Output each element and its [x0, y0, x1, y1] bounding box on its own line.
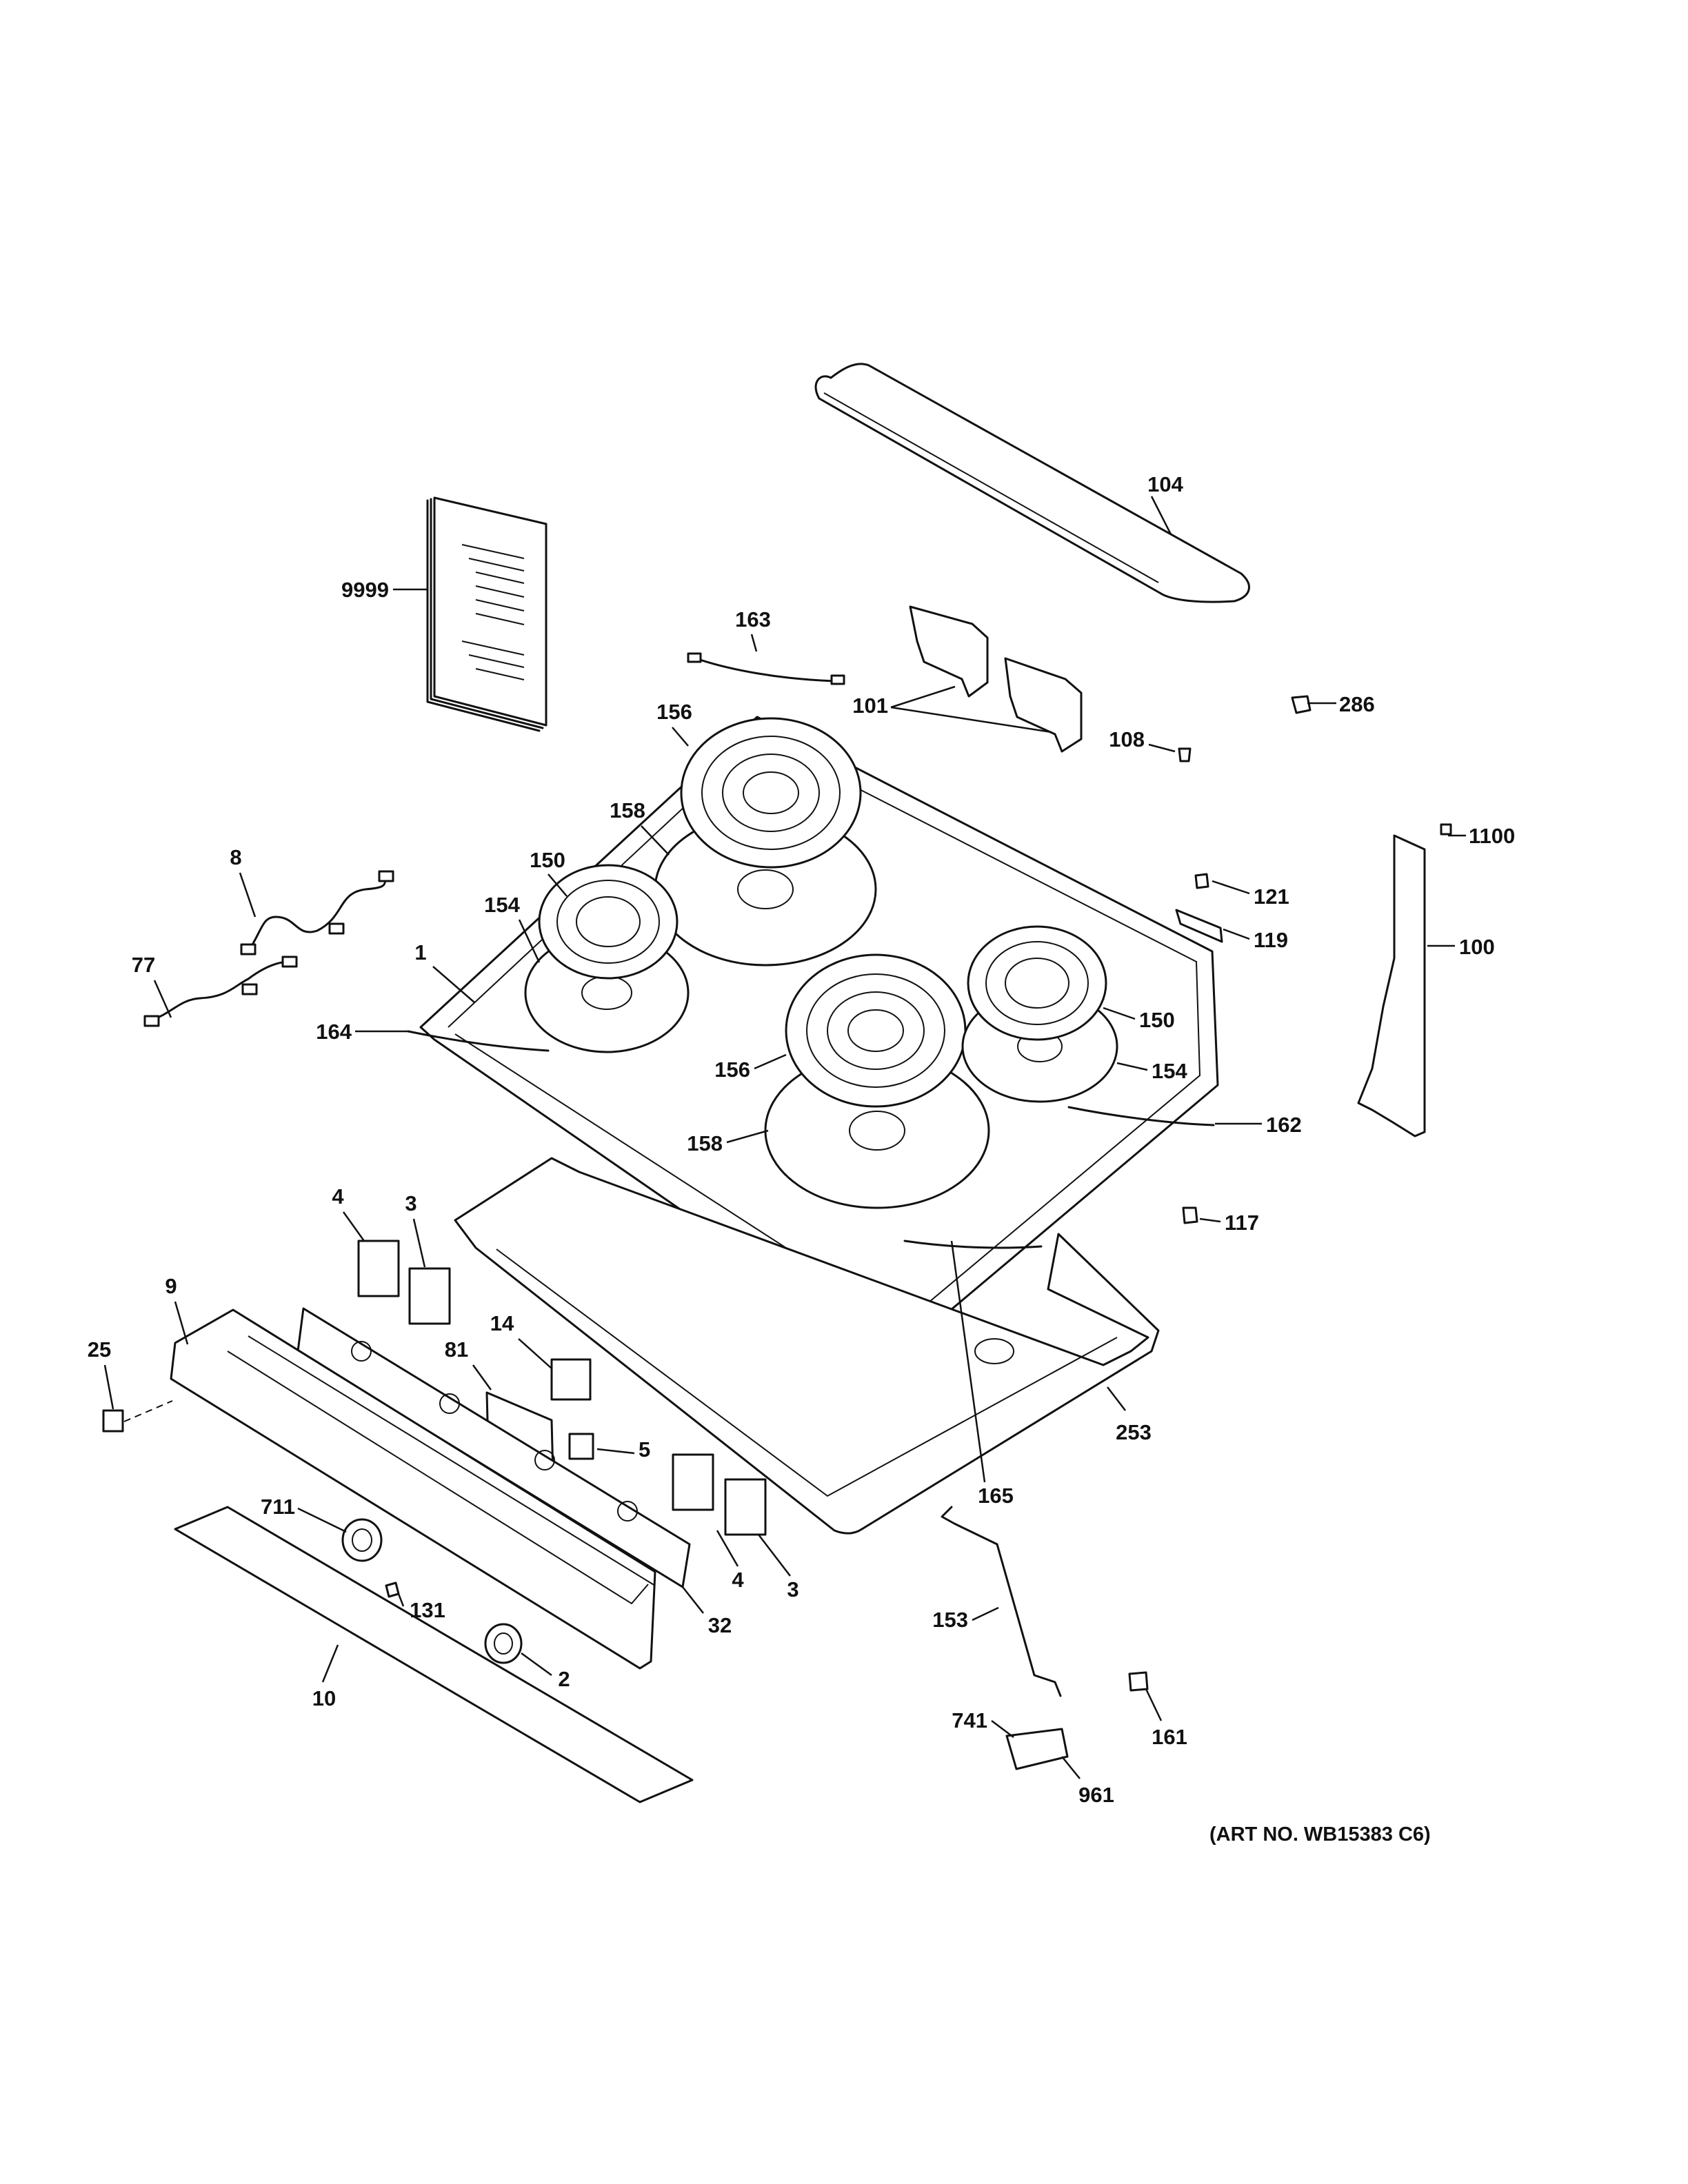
callout-108: 108 — [1109, 727, 1145, 751]
callout-253: 253 — [1116, 1420, 1152, 1444]
callout-117: 117 — [1225, 1211, 1259, 1235]
callout-119: 119 — [1254, 928, 1288, 952]
switch-part — [550, 1358, 592, 1401]
switch-part — [357, 1240, 767, 1536]
burner-rear-right-part — [961, 925, 1118, 1103]
knob-part — [484, 1623, 523, 1664]
switch-part — [568, 1433, 594, 1460]
switch-part — [102, 1409, 124, 1433]
callout-100: 100 — [1459, 935, 1495, 959]
callout-150: 150 — [1139, 1008, 1175, 1032]
main-top-part — [454, 1157, 1160, 1535]
spring-part — [385, 1581, 400, 1598]
callout-156: 156 — [656, 700, 692, 724]
bracket-part — [909, 605, 1083, 753]
callout-10: 10 — [312, 1686, 336, 1710]
callout-3: 3 — [787, 1577, 798, 1601]
callout-131: 131 — [410, 1598, 445, 1622]
callout-164: 164 — [316, 1020, 352, 1044]
screw-part — [1194, 873, 1209, 889]
callout-158: 158 — [687, 1131, 723, 1155]
callout-9: 9 — [165, 1274, 177, 1298]
hinge-bracket-part — [1175, 909, 1223, 943]
art-number: (ART NO. WB15383 C6) — [1209, 1823, 1431, 1846]
leader-lines — [103, 496, 1466, 1779]
callout-1100: 1100 — [1469, 824, 1515, 848]
callout-32: 32 — [708, 1613, 732, 1637]
callout-158: 158 — [610, 798, 645, 822]
callout-711: 711 — [261, 1495, 295, 1519]
callout-1: 1 — [414, 940, 426, 964]
callout-4: 4 — [332, 1184, 344, 1209]
nut-part — [1182, 1206, 1198, 1224]
callout-121: 121 — [1254, 884, 1289, 909]
callout-154: 154 — [484, 893, 520, 917]
callout-77: 77 — [132, 953, 155, 977]
knob-part — [341, 1518, 383, 1562]
callout-150: 150 — [530, 848, 565, 872]
callout-labels: 104 9999 163 101 286 108 156 158 8 150 1… — [88, 472, 1516, 1846]
trim-strip-part — [174, 1506, 694, 1803]
callout-162: 162 — [1266, 1113, 1302, 1137]
callout-163: 163 — [735, 607, 771, 631]
lead-wire-part — [687, 652, 845, 685]
callout-961: 961 — [1078, 1783, 1114, 1807]
callout-2: 2 — [558, 1667, 570, 1691]
callout-25: 25 — [88, 1337, 111, 1362]
burner-front-left-part — [524, 864, 690, 1053]
callout-5: 5 — [639, 1437, 650, 1462]
harness-part — [240, 870, 394, 956]
callout-741: 741 — [952, 1708, 987, 1732]
callout-286: 286 — [1339, 692, 1375, 716]
callout-101: 101 — [852, 694, 888, 718]
screw-part — [1178, 747, 1192, 762]
burner-rear-left-part — [654, 717, 877, 967]
grommet-part — [1128, 1671, 1149, 1692]
backsplash-part — [814, 363, 1250, 603]
side-trim-part — [1357, 834, 1426, 1138]
callout-165: 165 — [978, 1484, 1014, 1508]
screw-part — [1440, 823, 1452, 836]
manual-part — [426, 496, 547, 732]
callout-8: 8 — [230, 845, 241, 869]
callout-161: 161 — [1152, 1725, 1187, 1749]
clip-part — [1291, 695, 1312, 714]
switch-part — [1005, 1728, 1069, 1770]
callout-14: 14 — [490, 1311, 514, 1335]
lead-wire-part — [407, 1030, 1215, 1249]
rod-part — [941, 1506, 1062, 1697]
callout-156: 156 — [714, 1058, 750, 1082]
callout-104: 104 — [1147, 472, 1183, 496]
callout-9999: 9999 — [341, 578, 389, 602]
callout-4: 4 — [732, 1568, 744, 1592]
callout-81: 81 — [445, 1337, 468, 1362]
harness-part — [143, 956, 298, 1027]
burner-front-right-part — [764, 953, 990, 1209]
callout-153: 153 — [932, 1608, 968, 1632]
callout-154: 154 — [1152, 1059, 1187, 1083]
control-panel-part — [170, 1308, 656, 1670]
callout-3: 3 — [405, 1191, 416, 1215]
